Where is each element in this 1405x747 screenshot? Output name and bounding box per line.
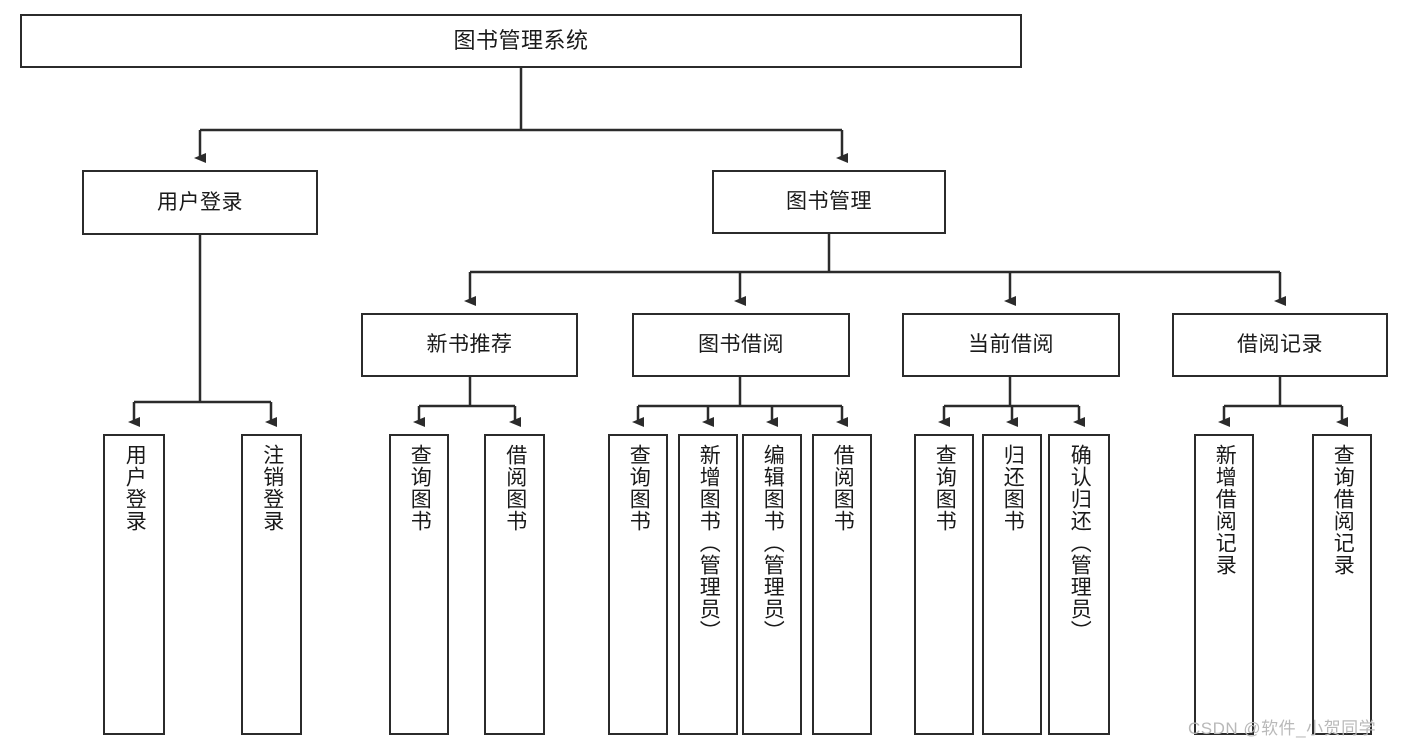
leaf-logout[interactable]: 注销登录 — [241, 434, 302, 735]
leaf-label: 用户登录 — [123, 444, 147, 532]
leaf-label: 查询图书 — [627, 444, 651, 532]
leaf-label: 借阅图书 — [503, 444, 527, 532]
node-book-management[interactable]: 图书管理 — [712, 170, 946, 234]
leaf-edit-book-admin[interactable]: 编辑图书（管理员） — [742, 434, 802, 735]
leaf-label: 借阅图书 — [831, 444, 855, 532]
node-label: 图书管理系统 — [453, 27, 589, 53]
leaf-query-book-borrow[interactable]: 查询图书 — [608, 434, 668, 735]
leaf-add-book-admin[interactable]: 新增图书（管理员） — [678, 434, 738, 735]
leaf-confirm-return-admin[interactable]: 确认归还（管理员） — [1048, 434, 1110, 735]
leaf-query-book-current[interactable]: 查询图书 — [914, 434, 974, 735]
node-label: 图书借阅 — [698, 333, 784, 357]
node-current-borrow[interactable]: 当前借阅 — [902, 313, 1120, 377]
node-label: 借阅记录 — [1237, 333, 1323, 357]
leaf-query-borrow-record[interactable]: 查询借阅记录 — [1312, 434, 1372, 735]
node-new-book-recommend[interactable]: 新书推荐 — [361, 313, 578, 377]
leaf-add-borrow-record[interactable]: 新增借阅记录 — [1194, 434, 1254, 735]
node-label: 新书推荐 — [426, 333, 513, 357]
node-root-library-system[interactable]: 图书管理系统 — [20, 14, 1022, 68]
leaf-label: 新增图书（管理员） — [697, 444, 721, 642]
leaf-user-login[interactable]: 用户登录 — [103, 434, 165, 735]
leaf-borrow-book[interactable]: 借阅图书 — [812, 434, 872, 735]
csdn-watermark: CSDN @软件_小贺同学 — [1188, 719, 1377, 738]
leaf-label: 确认归还（管理员） — [1068, 444, 1092, 642]
leaf-query-book-recommend[interactable]: 查询图书 — [389, 434, 449, 735]
node-label: 用户登录 — [157, 190, 243, 214]
node-user-login[interactable]: 用户登录 — [82, 170, 318, 235]
leaf-label: 查询借阅记录 — [1331, 444, 1355, 576]
node-label: 当前借阅 — [968, 333, 1054, 357]
leaf-borrow-book-recommend[interactable]: 借阅图书 — [484, 434, 545, 735]
node-borrow-record[interactable]: 借阅记录 — [1172, 313, 1388, 377]
leaf-return-book[interactable]: 归还图书 — [982, 434, 1042, 735]
node-book-borrow[interactable]: 图书借阅 — [632, 313, 850, 377]
leaf-label: 查询图书 — [408, 444, 432, 532]
leaf-label: 新增借阅记录 — [1213, 444, 1237, 576]
node-label: 图书管理 — [786, 190, 872, 214]
leaf-label: 编辑图书（管理员） — [761, 444, 785, 642]
leaf-label: 归还图书 — [1001, 444, 1025, 532]
leaf-label: 查询图书 — [933, 444, 957, 532]
leaf-label: 注销登录 — [260, 444, 284, 532]
